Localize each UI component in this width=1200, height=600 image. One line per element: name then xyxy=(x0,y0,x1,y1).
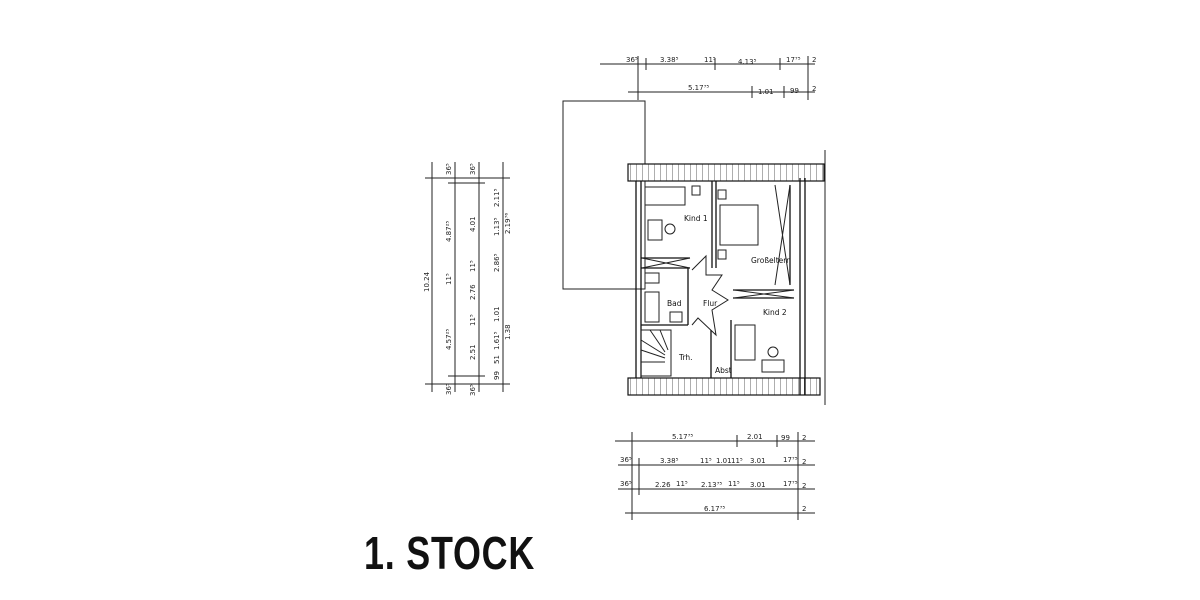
dimension-label: 2.19⁷⁶ xyxy=(504,213,512,234)
dimension-label: 11⁵ xyxy=(704,56,716,64)
dimension-label: 36⁵ xyxy=(445,163,453,175)
dimension-label: 2.01 xyxy=(747,433,763,441)
dimension-label: 51 xyxy=(493,355,501,364)
dimension-label: 11⁵ xyxy=(469,314,477,326)
dimension-label: 3.01 xyxy=(750,481,766,489)
dimension-label: 17⁷⁵ xyxy=(783,456,798,464)
room-label-grosseltern: Großeltern xyxy=(751,256,791,265)
dimension-label: 99 xyxy=(781,434,790,442)
room-label-abstellraum: Abst xyxy=(715,366,732,375)
dimension-label: 4.01 xyxy=(469,216,477,232)
dimension-label: 3.38⁵ xyxy=(660,457,679,465)
dimension-label: 36⁵ xyxy=(620,480,632,488)
dimension-label: 11⁵ xyxy=(728,480,740,488)
dimension-label: 36⁵ xyxy=(626,56,638,64)
dimension-label: 4.13⁵ xyxy=(738,58,757,66)
room-label-kind-1: Kind 1 xyxy=(684,214,708,223)
balcony-outline xyxy=(562,100,646,290)
dimension-label: 4.57²⁵ xyxy=(445,329,453,350)
dimension-label: 17⁷⁵ xyxy=(786,56,801,64)
dimension-label: 2.11⁵ xyxy=(493,188,501,207)
dimension-label: 2 xyxy=(802,482,806,490)
top-dimension-chain: 36⁵ 3.38⁵ 11⁵ 4.13⁵ 17⁷⁵ 2 5.17⁷⁵ 1.01 9… xyxy=(600,56,816,100)
dimension-label: 11⁵ xyxy=(731,457,743,465)
dimension-label: 1.01 xyxy=(493,306,501,322)
left-dimension-chain: 10.24 36⁵ 4.87²⁵ 11⁵ 4.57²⁵ 36⁵ 36⁵ 4.01… xyxy=(423,162,512,396)
dimension-label: 1.38 xyxy=(504,324,512,340)
dimension-label: 36⁵ xyxy=(469,384,477,396)
dimension-label: 11⁵ xyxy=(676,480,688,488)
room-label-bad: Bad xyxy=(667,299,682,308)
staircase xyxy=(640,329,672,377)
dimension-label: 1.01 xyxy=(758,88,774,96)
dimension-label: 2 xyxy=(802,434,806,442)
bottom-wall-hatched xyxy=(627,377,821,396)
dimension-label: 1.61⁵ xyxy=(493,331,501,350)
dimension-label: 6.17⁷⁵ xyxy=(704,505,725,513)
dimension-label: 1.01 xyxy=(716,457,732,465)
dimension-label: 17⁷⁵ xyxy=(783,480,798,488)
dimension-label: 5.17⁷⁵ xyxy=(688,84,709,92)
dimension-label: 4.87²⁵ xyxy=(445,221,453,242)
dimension-label: 99 xyxy=(790,87,799,95)
dimension-label: 2.76 xyxy=(469,284,477,300)
dimension-label: 36⁵ xyxy=(445,383,453,395)
dimension-label: 36⁵ xyxy=(620,456,632,464)
dimension-label: 11⁵ xyxy=(445,273,453,285)
room-label-flur: Flur xyxy=(703,299,718,308)
dimension-label: 2.26 xyxy=(655,481,671,489)
dimension-label: 36⁵ xyxy=(469,163,477,175)
room-label-treppenhaus: Trh. xyxy=(678,353,693,362)
room-label-kind-2: Kind 2 xyxy=(763,308,787,317)
dimension-label: 11⁵ xyxy=(700,457,712,465)
dimension-label: 3.01 xyxy=(750,457,766,465)
dimension-label: 2 xyxy=(812,56,816,64)
bottom-dimension-chain: 5.17⁷⁵ 2.01 99 2 36⁵ 3.38⁵ 11⁵ 1.01 11⁵ … xyxy=(615,432,815,520)
dimension-label: 2 xyxy=(812,85,816,93)
dimension-label: 3.38⁵ xyxy=(660,56,679,64)
dimension-label: 11⁵ xyxy=(469,260,477,272)
dimension-label: 2 xyxy=(802,505,806,513)
dimension-label: 1.13⁵ xyxy=(493,217,501,236)
dimension-label: 5.17⁷⁵ xyxy=(672,433,693,441)
top-wall-hatched xyxy=(627,163,825,182)
dimension-label: 2.51 xyxy=(469,344,477,360)
floor-title: 1. STOCK xyxy=(364,527,536,579)
dimension-label: 2 xyxy=(802,458,806,466)
dimension-label: 2.13⁷⁵ xyxy=(701,481,722,489)
dimension-label: 2.86⁵ xyxy=(493,253,501,272)
floor-plan: Kind 1 Großeltern Bad Flur Kind 2 Trh. A… xyxy=(627,150,826,405)
dimension-label: 99 xyxy=(493,371,501,380)
dimension-label: 10.24 xyxy=(423,271,431,292)
